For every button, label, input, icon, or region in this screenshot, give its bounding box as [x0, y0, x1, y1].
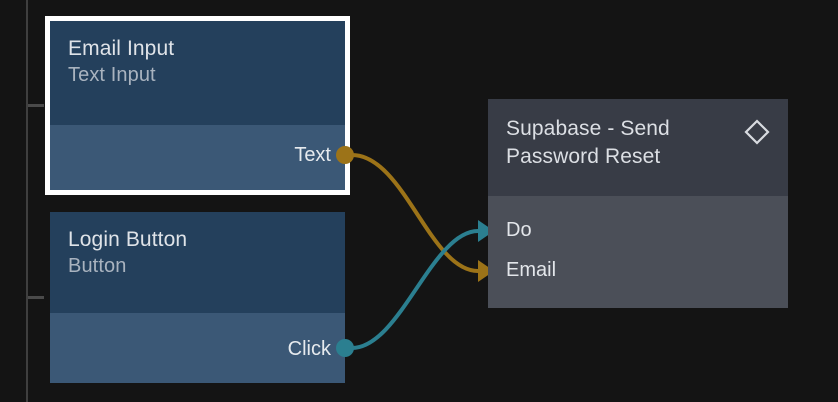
input-port-label-email[interactable]: Email [506, 259, 557, 281]
edge-click-to-do [350, 229, 480, 350]
node-email-input[interactable]: Email Input Text Input Text [50, 21, 345, 190]
node-supabase-send-password-reset[interactable]: Supabase - Send Password Reset Do Email [488, 99, 788, 308]
node-login-button-body: Click [50, 313, 345, 383]
node-login-button-header: Login Button Button [50, 212, 345, 313]
node-email-input-subtitle: Text Input [68, 64, 156, 86]
diamond-icon [744, 119, 770, 150]
node-supabase-title-line-1: Supabase - Send [506, 117, 670, 140]
output-port-label-click[interactable]: Click [287, 338, 331, 360]
edge-text-to-email [350, 153, 480, 273]
node-email-input-title: Email Input [68, 37, 175, 60]
node-login-button[interactable]: Login Button Button Click [50, 212, 345, 383]
output-port-click-dot[interactable] [336, 339, 354, 357]
input-port-label-do[interactable]: Do [506, 219, 532, 241]
output-port-label-text[interactable]: Text [294, 144, 331, 166]
node-email-input-header: Email Input Text Input [50, 21, 345, 125]
guide-tick-mark [28, 104, 44, 107]
node-login-button-subtitle: Button [68, 255, 127, 277]
node-supabase-body: Do Email [488, 196, 788, 308]
node-supabase-header: Supabase - Send Password Reset [488, 99, 788, 196]
vertical-guide-line [26, 0, 28, 402]
output-port-text-dot[interactable] [336, 146, 354, 164]
node-email-input-body: Text [50, 125, 345, 190]
node-supabase-title-line-2: Password Reset [506, 145, 661, 168]
node-login-button-title: Login Button [68, 228, 188, 251]
guide-tick-mark [28, 296, 44, 299]
